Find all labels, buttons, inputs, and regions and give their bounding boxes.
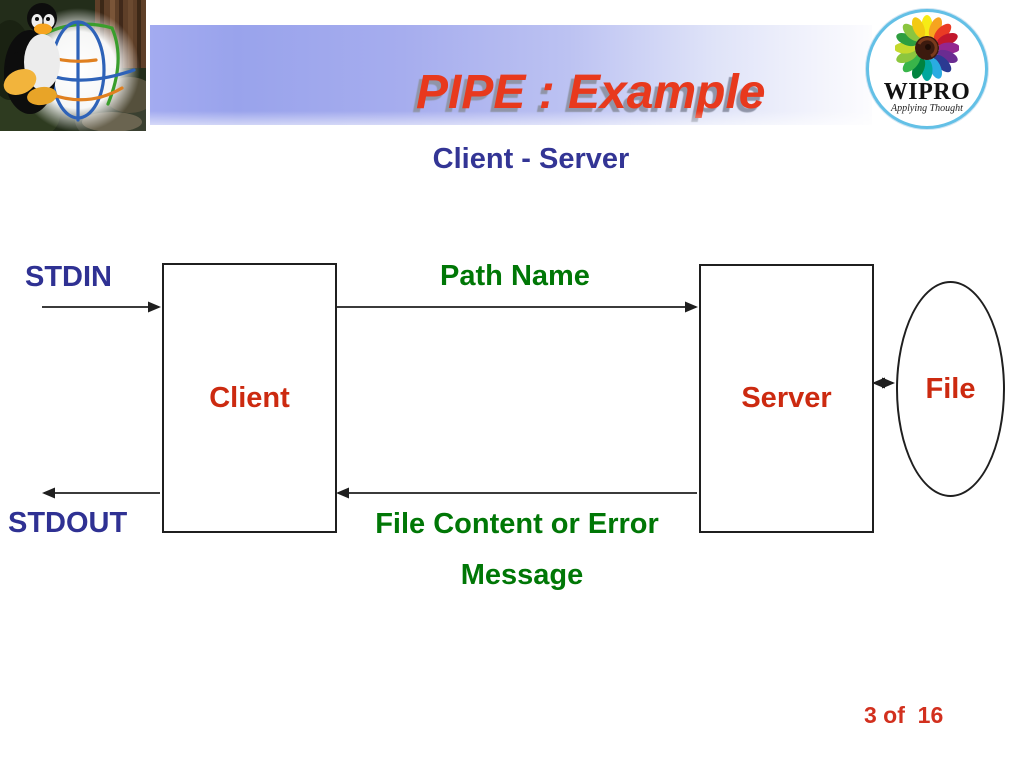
wipro-logo: WIPRO Applying Thought (866, 9, 988, 129)
stdin-label: STDIN (25, 261, 112, 293)
wipro-brand-text: WIPRO (883, 79, 971, 105)
server-node-label: Server (741, 382, 832, 414)
slide-title: PIPE : Example (416, 66, 766, 119)
wipro-tagline-text: Applying Thought (891, 103, 963, 114)
wipro-flower-icon (895, 15, 959, 81)
page-indicator: 3 of 16 (864, 702, 944, 728)
slide-subtitle: Client - Server (432, 143, 630, 175)
pathname-label: Path Name (440, 260, 590, 292)
file-node: File (896, 281, 1005, 497)
stdout-label: STDOUT (8, 507, 128, 539)
tux-globe-image (0, 0, 146, 131)
return-message-label-line2: Message (460, 559, 584, 591)
arrow-lines (42, 301, 895, 499)
title-banner: PIPE : Example (150, 25, 872, 125)
file-node-label: File (925, 372, 976, 405)
client-node: Client (162, 263, 337, 533)
server-node: Server (699, 264, 874, 533)
return-message-label-line1: File Content or Error (375, 508, 659, 540)
client-node-label: Client (209, 381, 290, 414)
